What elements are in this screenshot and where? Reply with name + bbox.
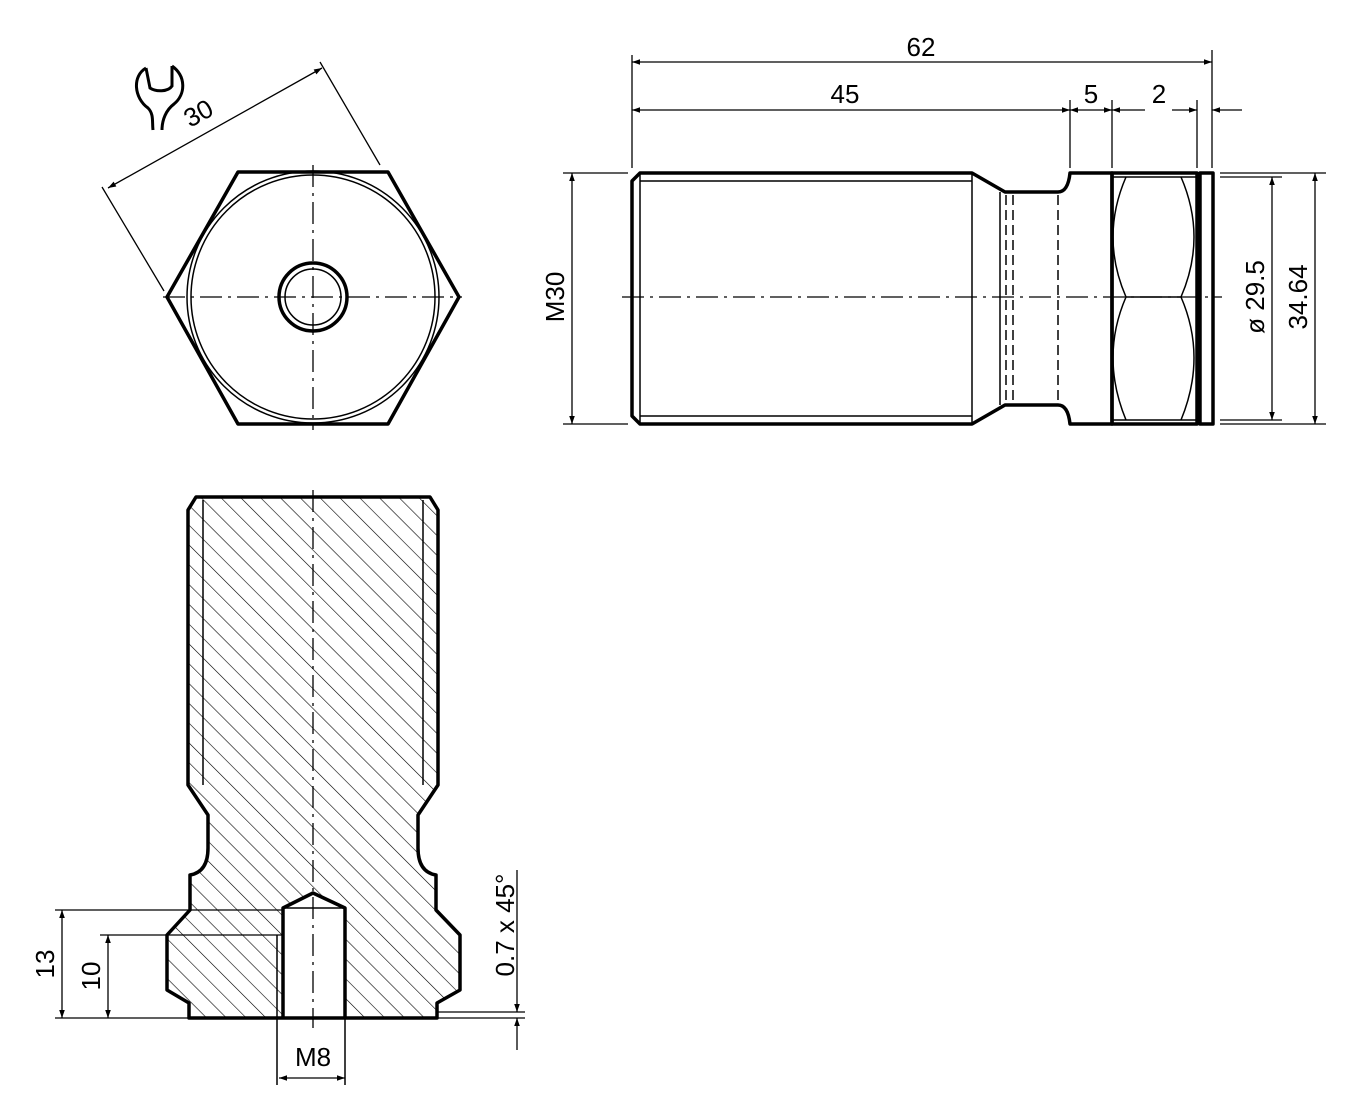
end-view: 30 xyxy=(101,61,462,430)
end-band xyxy=(1198,171,1215,426)
wrench-dimension-line xyxy=(107,67,323,189)
thread-size-label: M30 xyxy=(540,272,570,323)
hex-across-corners-label: 34.64 xyxy=(1283,264,1313,329)
wrench-size-label: 30 xyxy=(178,93,218,133)
extension-line xyxy=(101,186,165,292)
overall-length-label: 62 xyxy=(907,32,936,62)
hex-section xyxy=(1110,171,1199,426)
depth-13-label: 13 xyxy=(30,950,60,979)
hex-offset-label: 2 xyxy=(1152,79,1166,109)
body-outline xyxy=(630,171,1114,426)
hex-arc xyxy=(1112,176,1127,421)
section-view: 13 10 M8 0.7 x 45° xyxy=(30,490,525,1085)
side-view: 62 45 5 2 M30 ø 29.5 34.64 xyxy=(540,32,1326,426)
hex-arc xyxy=(1180,176,1195,421)
chamfer-label: 0.7 x 45° xyxy=(490,874,520,977)
flange-diameter-label: ø 29.5 xyxy=(1240,260,1270,334)
internal-thread-label: M8 xyxy=(295,1042,331,1072)
thread-length-label: 45 xyxy=(831,79,860,109)
depth-10-label: 10 xyxy=(76,962,106,991)
tapped-hole xyxy=(281,891,347,1018)
flange-width-label: 5 xyxy=(1084,79,1098,109)
extension-line xyxy=(319,61,381,166)
wrench-icon xyxy=(135,64,185,131)
